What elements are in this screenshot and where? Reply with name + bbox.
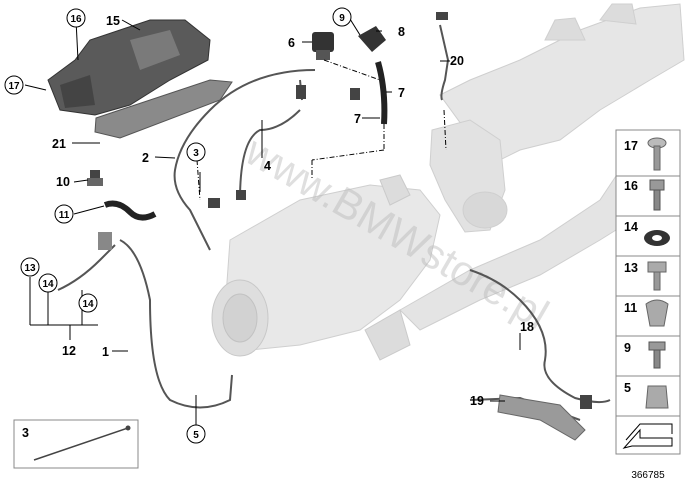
sidebar-label-14: 14 — [624, 220, 638, 234]
banjo-bolt-13-icon — [647, 261, 667, 291]
sensor-6 — [312, 32, 334, 60]
callout-21: 21 — [52, 137, 66, 151]
hose-7 — [375, 61, 388, 125]
sidebar-label-5: 5 — [624, 381, 631, 395]
hose-11 — [103, 200, 157, 221]
callout-20: 20 — [450, 54, 464, 68]
circled-callouts — [4, 7, 352, 444]
intake-manifold — [429, 3, 685, 233]
callout-14b: 14 — [82, 299, 94, 310]
bracket-19 — [497, 394, 586, 441]
sidebar-label-16: 16 — [624, 179, 638, 193]
callout-5: 5 — [193, 430, 199, 441]
callout-12: 12 — [62, 344, 76, 358]
callout-9: 9 — [339, 13, 345, 24]
nut-clip-5-icon — [645, 385, 669, 409]
diesel-particulate-filter — [211, 174, 441, 361]
screw-17-icon — [647, 137, 667, 171]
callout-13: 13 — [24, 263, 36, 274]
bolt-16-icon — [649, 179, 665, 211]
sidebar-label-11: 11 — [624, 301, 637, 315]
sidebar-label-9: 9 — [624, 341, 631, 355]
callout-7a: 7 — [398, 86, 405, 100]
guide-lines — [196, 59, 447, 201]
reference-number: 366785 — [631, 470, 665, 481]
callout-18: 18 — [520, 320, 534, 334]
callout-4: 4 — [264, 159, 271, 173]
sidebar-label-13: 13 — [624, 261, 638, 275]
screw-9-icon — [648, 341, 666, 369]
sidebar-label-17: 17 — [624, 139, 638, 153]
inset-label: 3 — [22, 426, 29, 440]
callouts: 15 21 2 4 6 8 7 7 20 10 12 1 18 19 — [52, 14, 534, 408]
callout-16: 16 — [70, 14, 82, 25]
callout-7b: 7 — [354, 112, 361, 126]
inset-cable-tie: 3 — [13, 419, 139, 469]
callout-19: 19 — [470, 394, 484, 408]
sensor-8 — [358, 26, 386, 52]
arrow-icon — [622, 423, 673, 449]
callout-8: 8 — [398, 25, 405, 39]
clip-11-icon — [645, 299, 669, 327]
bracket-assembly-15 — [47, 19, 211, 116]
circled-callout-labels: 16 17 3 9 11 13 14 14 5 — [8, 13, 345, 441]
leader-lines — [24, 18, 521, 425]
callout-11: 11 — [59, 210, 70, 221]
callout-17: 17 — [8, 81, 20, 92]
connectors — [98, 12, 592, 409]
callout-10: 10 — [56, 175, 70, 189]
callout-1: 1 — [102, 345, 109, 359]
callout-6: 6 — [288, 36, 295, 50]
sidebar-parts-list: 17 16 14 13 11 9 5 — [615, 129, 681, 455]
callout-3: 3 — [193, 148, 199, 159]
callout-2: 2 — [142, 151, 149, 165]
sensor-10 — [87, 170, 103, 186]
callout-15: 15 — [106, 14, 120, 28]
callout-14a: 14 — [42, 279, 54, 290]
washer-14-icon — [644, 230, 670, 246]
